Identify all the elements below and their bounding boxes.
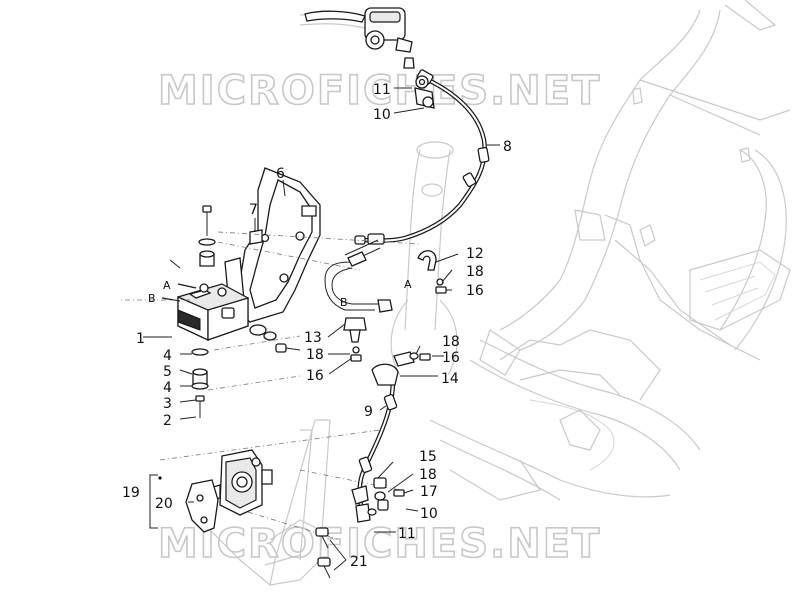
- callout-13: 13: [304, 330, 322, 346]
- callout-19: 19: [122, 485, 140, 501]
- hose-junction: [343, 317, 367, 362]
- callout-1: 1: [136, 331, 145, 347]
- callout-16-right-mid: 16: [442, 350, 460, 366]
- letter-a-left: A: [163, 279, 171, 292]
- callout-3: 3: [163, 396, 172, 412]
- watermark-bottom: MICROFICHES.NET: [158, 521, 601, 567]
- callout-8: 8: [503, 139, 512, 155]
- mounting-bolt: [249, 324, 301, 353]
- abs-modulator: [177, 283, 249, 342]
- callout-9: 9: [364, 404, 373, 420]
- callout-15: 15: [419, 449, 437, 465]
- middle-hoses: [324, 239, 393, 313]
- callout-10-lower: 10: [420, 506, 438, 522]
- callout-6: 6: [276, 166, 285, 182]
- letter-a-right: A: [404, 278, 412, 291]
- callout-21: 21: [350, 554, 368, 570]
- callout-18-left: 18: [306, 347, 324, 363]
- watermark-top: MICROFICHES.NET: [158, 68, 601, 114]
- caliper-bolts: [315, 527, 331, 579]
- master-cylinder: [304, 7, 415, 69]
- callout-11-upper: 11: [373, 82, 391, 98]
- callout-18-right-mid: 18: [442, 334, 460, 350]
- callout-16-right-top: 16: [466, 283, 484, 299]
- lower-brake-hose: [351, 351, 415, 523]
- callout-12: 12: [466, 246, 484, 262]
- letter-b-mid: B: [340, 296, 348, 309]
- upper-brake-hose: [354, 69, 490, 245]
- upper-banjo-fittings: [414, 75, 435, 109]
- leader-lines: [143, 87, 500, 571]
- callout-18-right-top: 18: [466, 264, 484, 280]
- callout-2: 2: [163, 413, 172, 429]
- brake-caliper: [209, 449, 273, 516]
- watermark-group: MICROFICHES.NET MICROFICHES.NET: [157, 67, 601, 568]
- callout-10-upper: 10: [373, 107, 391, 123]
- callout-17: 17: [420, 484, 438, 500]
- callout-11-lower: 11: [398, 526, 416, 542]
- callout-4-upper: 4: [163, 348, 172, 364]
- group-dot: [158, 476, 162, 480]
- callout-5: 5: [163, 364, 172, 380]
- connection-letters: A B B A: [148, 278, 412, 309]
- hose-clamp: [417, 250, 447, 294]
- letter-b-left: B: [148, 292, 156, 305]
- callout-16-left: 16: [306, 368, 324, 384]
- group-bracket-line: [149, 474, 158, 529]
- callout-labels: 1 2 3 4 4 5 6 7 8 9 10 10 11 11 12 13 14…: [122, 82, 512, 570]
- left-fastener-stack: [161, 205, 216, 418]
- callout-18-lower: 18: [419, 467, 437, 483]
- callout-20: 20: [155, 496, 173, 512]
- caliper-bracket: [185, 479, 219, 533]
- lower-fittings: [367, 352, 431, 516]
- callout-7: 7: [249, 202, 258, 218]
- callout-4-lower: 4: [163, 380, 172, 396]
- callout-14: 14: [441, 371, 459, 387]
